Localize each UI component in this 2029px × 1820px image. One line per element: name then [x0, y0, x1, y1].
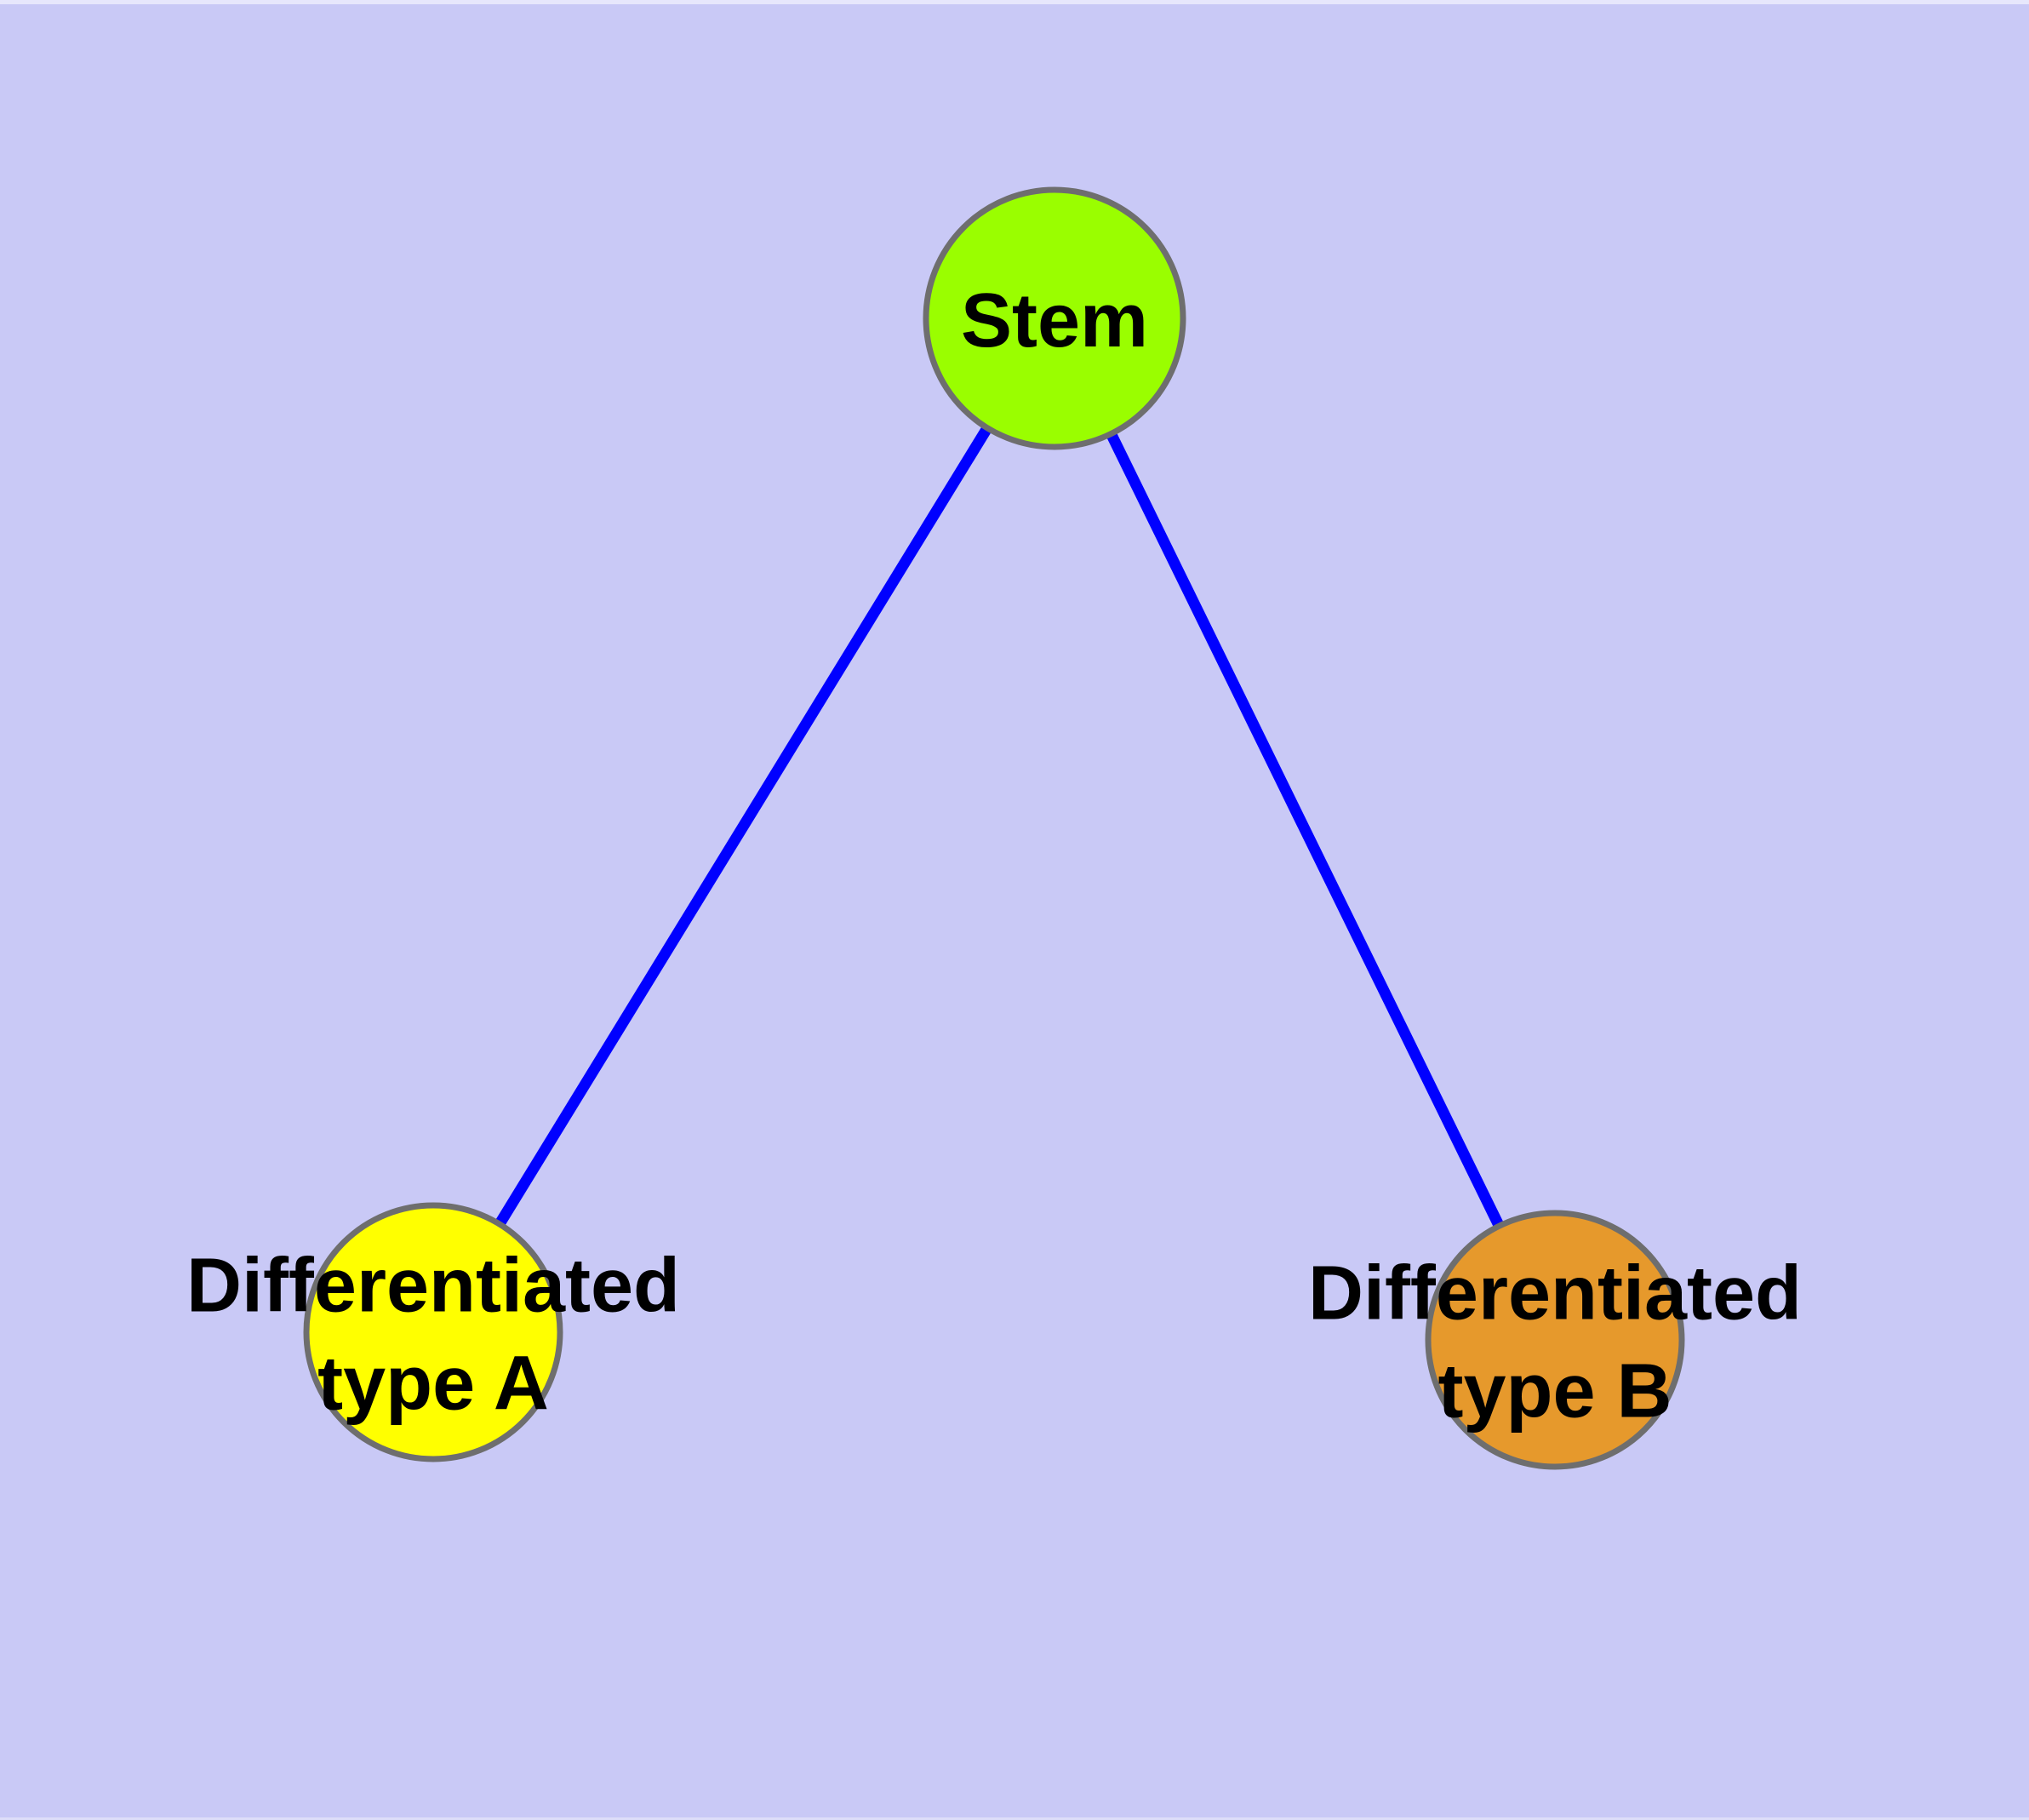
node-type-a-label: Differentiated type A [186, 1244, 680, 1427]
canvas-top-edge [0, 0, 2029, 4]
edge-stem-type-a [428, 315, 1060, 1336]
edge-stem-type-b [1049, 316, 1560, 1342]
node-type-a-circle [303, 1202, 563, 1462]
node-type-b-circle [1425, 1210, 1685, 1470]
node-type-b-label-line-1: Differentiated [1308, 1251, 1802, 1336]
node-type-a-label-line-2: type A [317, 1342, 549, 1427]
node-type-b-label-line-2: type B [1437, 1349, 1672, 1434]
node-type-b-label: Differentiated type B [1308, 1251, 1802, 1434]
node-stem-circle [923, 186, 1186, 450]
node-stem-label-line-1: Stem [961, 278, 1148, 363]
canvas-bottom-edge [0, 1817, 2029, 1820]
node-stem-label: Stem [961, 278, 1148, 363]
node-type-a-label-line-1: Differentiated [186, 1244, 680, 1329]
